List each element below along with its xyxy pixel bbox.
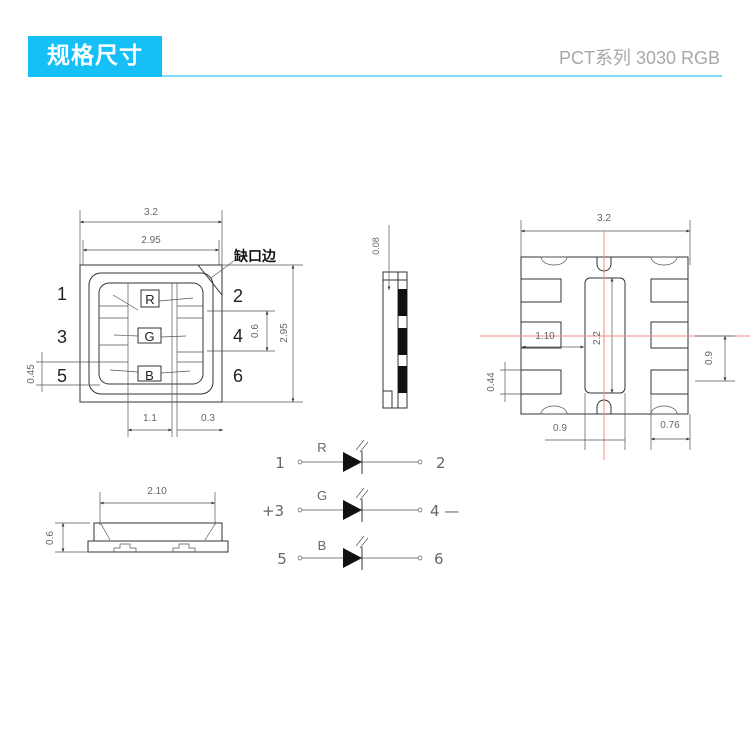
dim-top-width: 3.2: [144, 207, 158, 218]
led-r-circuit: 1 R 2: [275, 439, 446, 474]
pin-1: 1: [57, 284, 67, 304]
dim-pad-pitch: 0.6: [250, 324, 261, 338]
dim-top-inner-width: 2.95: [141, 235, 161, 246]
dim-center: 1.1: [143, 413, 157, 424]
dim-profile-width: 2.10: [147, 486, 167, 497]
circuit-label-b: B: [318, 538, 327, 553]
profile-view: 2.10 0.6: [45, 486, 229, 553]
pin-6: 6: [233, 366, 243, 386]
notch-edge-label: 缺口边: [234, 248, 277, 265]
dim-center-offset: 1.10: [535, 331, 555, 342]
dim-gap: 0.3: [201, 413, 215, 424]
dim-bottom-width: 3.2: [597, 213, 611, 224]
dim-pad-length: 2.2: [592, 331, 603, 345]
dim-profile-height: 0.6: [45, 531, 56, 545]
dim-pitch: 0.9: [704, 351, 715, 365]
header-divider: [162, 75, 722, 77]
product-series: PCT系列 3030 RGB: [558, 48, 720, 68]
side-view: 0.08: [371, 225, 408, 409]
section-title: 规格尺寸: [28, 36, 162, 77]
dim-side-pad: 0.76: [660, 420, 680, 431]
pin-3: 3: [57, 327, 67, 347]
pin-5: 5: [57, 366, 67, 386]
chip-g: G: [144, 329, 154, 344]
circuit-pin-1: 1: [275, 454, 285, 472]
circuit-pin-5: 5: [277, 550, 287, 568]
circuit-pin-3: +3: [262, 502, 284, 520]
dim-step: 0.08: [371, 237, 381, 255]
chip-r: R: [145, 292, 154, 307]
chip-b: B: [145, 368, 154, 383]
circuit-pin-2: 2: [436, 454, 446, 472]
dim-top-height: 2.95: [279, 323, 290, 343]
circuit-pin-6: 6: [434, 550, 444, 568]
circuit-label-r: R: [317, 440, 326, 455]
dim-pad-width: 0.45: [26, 364, 37, 384]
led-b-circuit: 5 B 6: [277, 535, 444, 570]
top-view: 3.2 2.95 缺口边 R G B 1 2 3 4 5 6 2.95: [26, 207, 303, 437]
pin-4: 4: [233, 326, 243, 346]
bottom-view: 3.2 1.10 2.2 0.9 0.44 0.9 0.76: [480, 213, 750, 460]
circuit-label-g: G: [317, 488, 327, 503]
circuit-pin-4: 4 —: [430, 502, 459, 520]
dim-center-pad: 0.9: [553, 423, 567, 434]
pin-2: 2: [233, 286, 243, 306]
dim-pad-height: 0.44: [486, 372, 497, 392]
circuit-diagram: 1 R 2 +3 G 4 — 5 B 6: [262, 439, 459, 570]
led-g-circuit: +3 G 4 —: [262, 487, 459, 522]
